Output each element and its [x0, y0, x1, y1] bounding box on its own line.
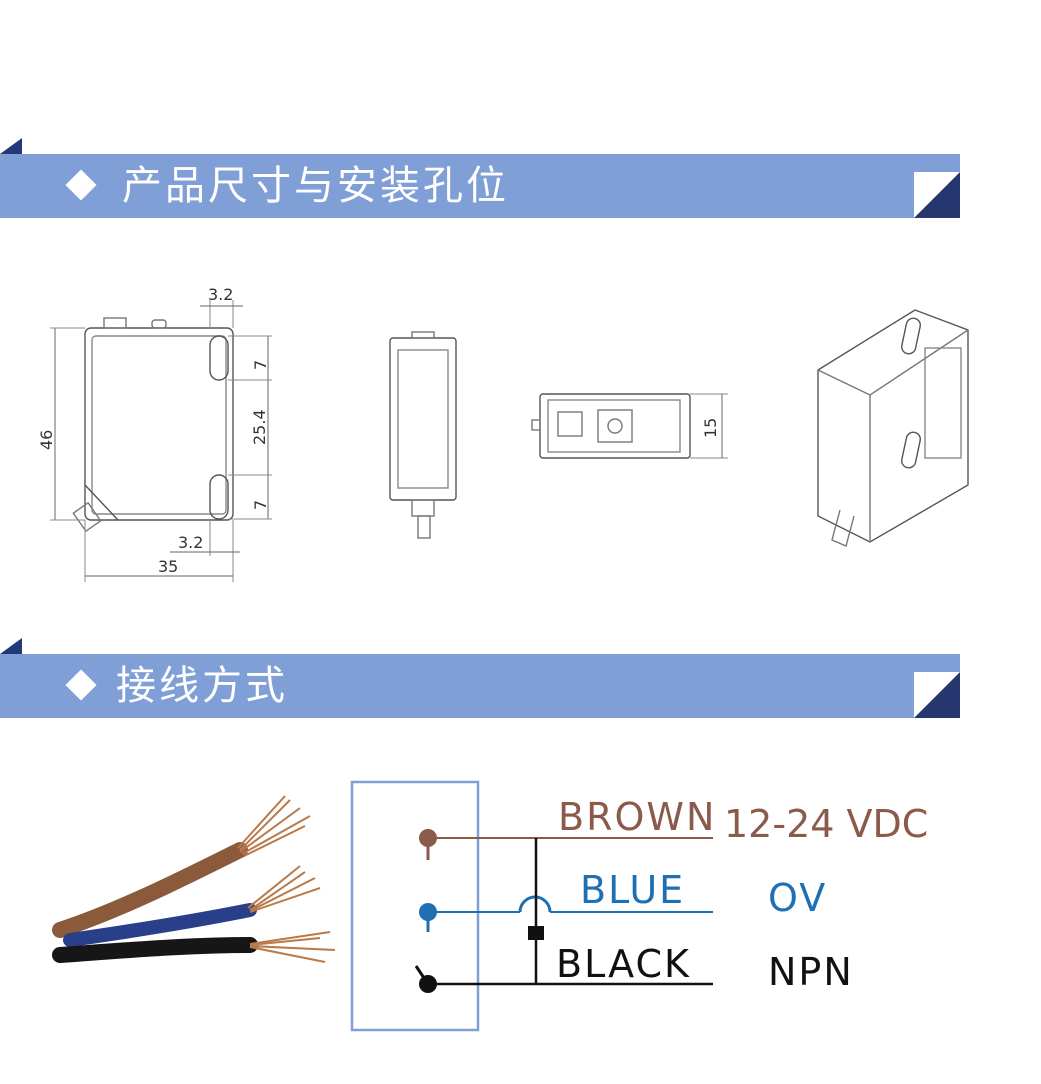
dim-width: 35: [158, 557, 178, 576]
section-banner-wiring: 接线方式: [0, 638, 960, 718]
perspective-view-body: [817, 309, 969, 543]
section-title: 产品尺寸与安装孔位: [122, 163, 509, 209]
front-view-body: [84, 327, 234, 521]
diamond-bullet-icon: [65, 669, 97, 701]
section-banner-dimensions: 产品尺寸与安装孔位: [0, 138, 960, 218]
side-view-body: [389, 337, 457, 501]
section-title: 接线方式: [116, 663, 288, 709]
top-view-body: [539, 393, 691, 459]
dimension-drawing: 3.2 7 25.4 7 46 3.2 35 15: [37, 285, 969, 582]
dim-height: 46: [37, 430, 56, 450]
wire-label-blue: BLUE: [580, 868, 686, 912]
dim-depth: 15: [701, 418, 720, 438]
banner-corner-right: [914, 172, 960, 218]
mounting-hole-bottom: [209, 474, 229, 520]
cable-image: [52, 795, 336, 963]
dim-bottom-offset: 3.2: [178, 533, 203, 552]
dim-hole-height-bottom: 7: [251, 500, 270, 510]
banner-corner-left: [0, 138, 22, 154]
wiring-diagram: [52, 780, 713, 1032]
junction-square: [528, 926, 544, 940]
banner-corner-right: [914, 672, 960, 718]
wire-function-blue: OV: [768, 876, 828, 920]
dim-top-offset: 3.2: [208, 285, 233, 304]
sensor-terminal-box: [350, 780, 480, 1032]
wire-function-brown: 12-24 VDC: [724, 802, 929, 846]
mounting-hole-top: [209, 335, 229, 381]
diamond-bullet-icon: [65, 169, 97, 201]
dim-hole-spacing: 25.4: [250, 409, 269, 445]
dim-hole-height-top: 7: [251, 360, 270, 370]
wire-label-brown: BROWN: [558, 795, 717, 839]
banner-corner-left: [0, 638, 22, 654]
wire-function-black: NPN: [768, 950, 854, 994]
wire-label-black: BLACK: [556, 942, 691, 986]
